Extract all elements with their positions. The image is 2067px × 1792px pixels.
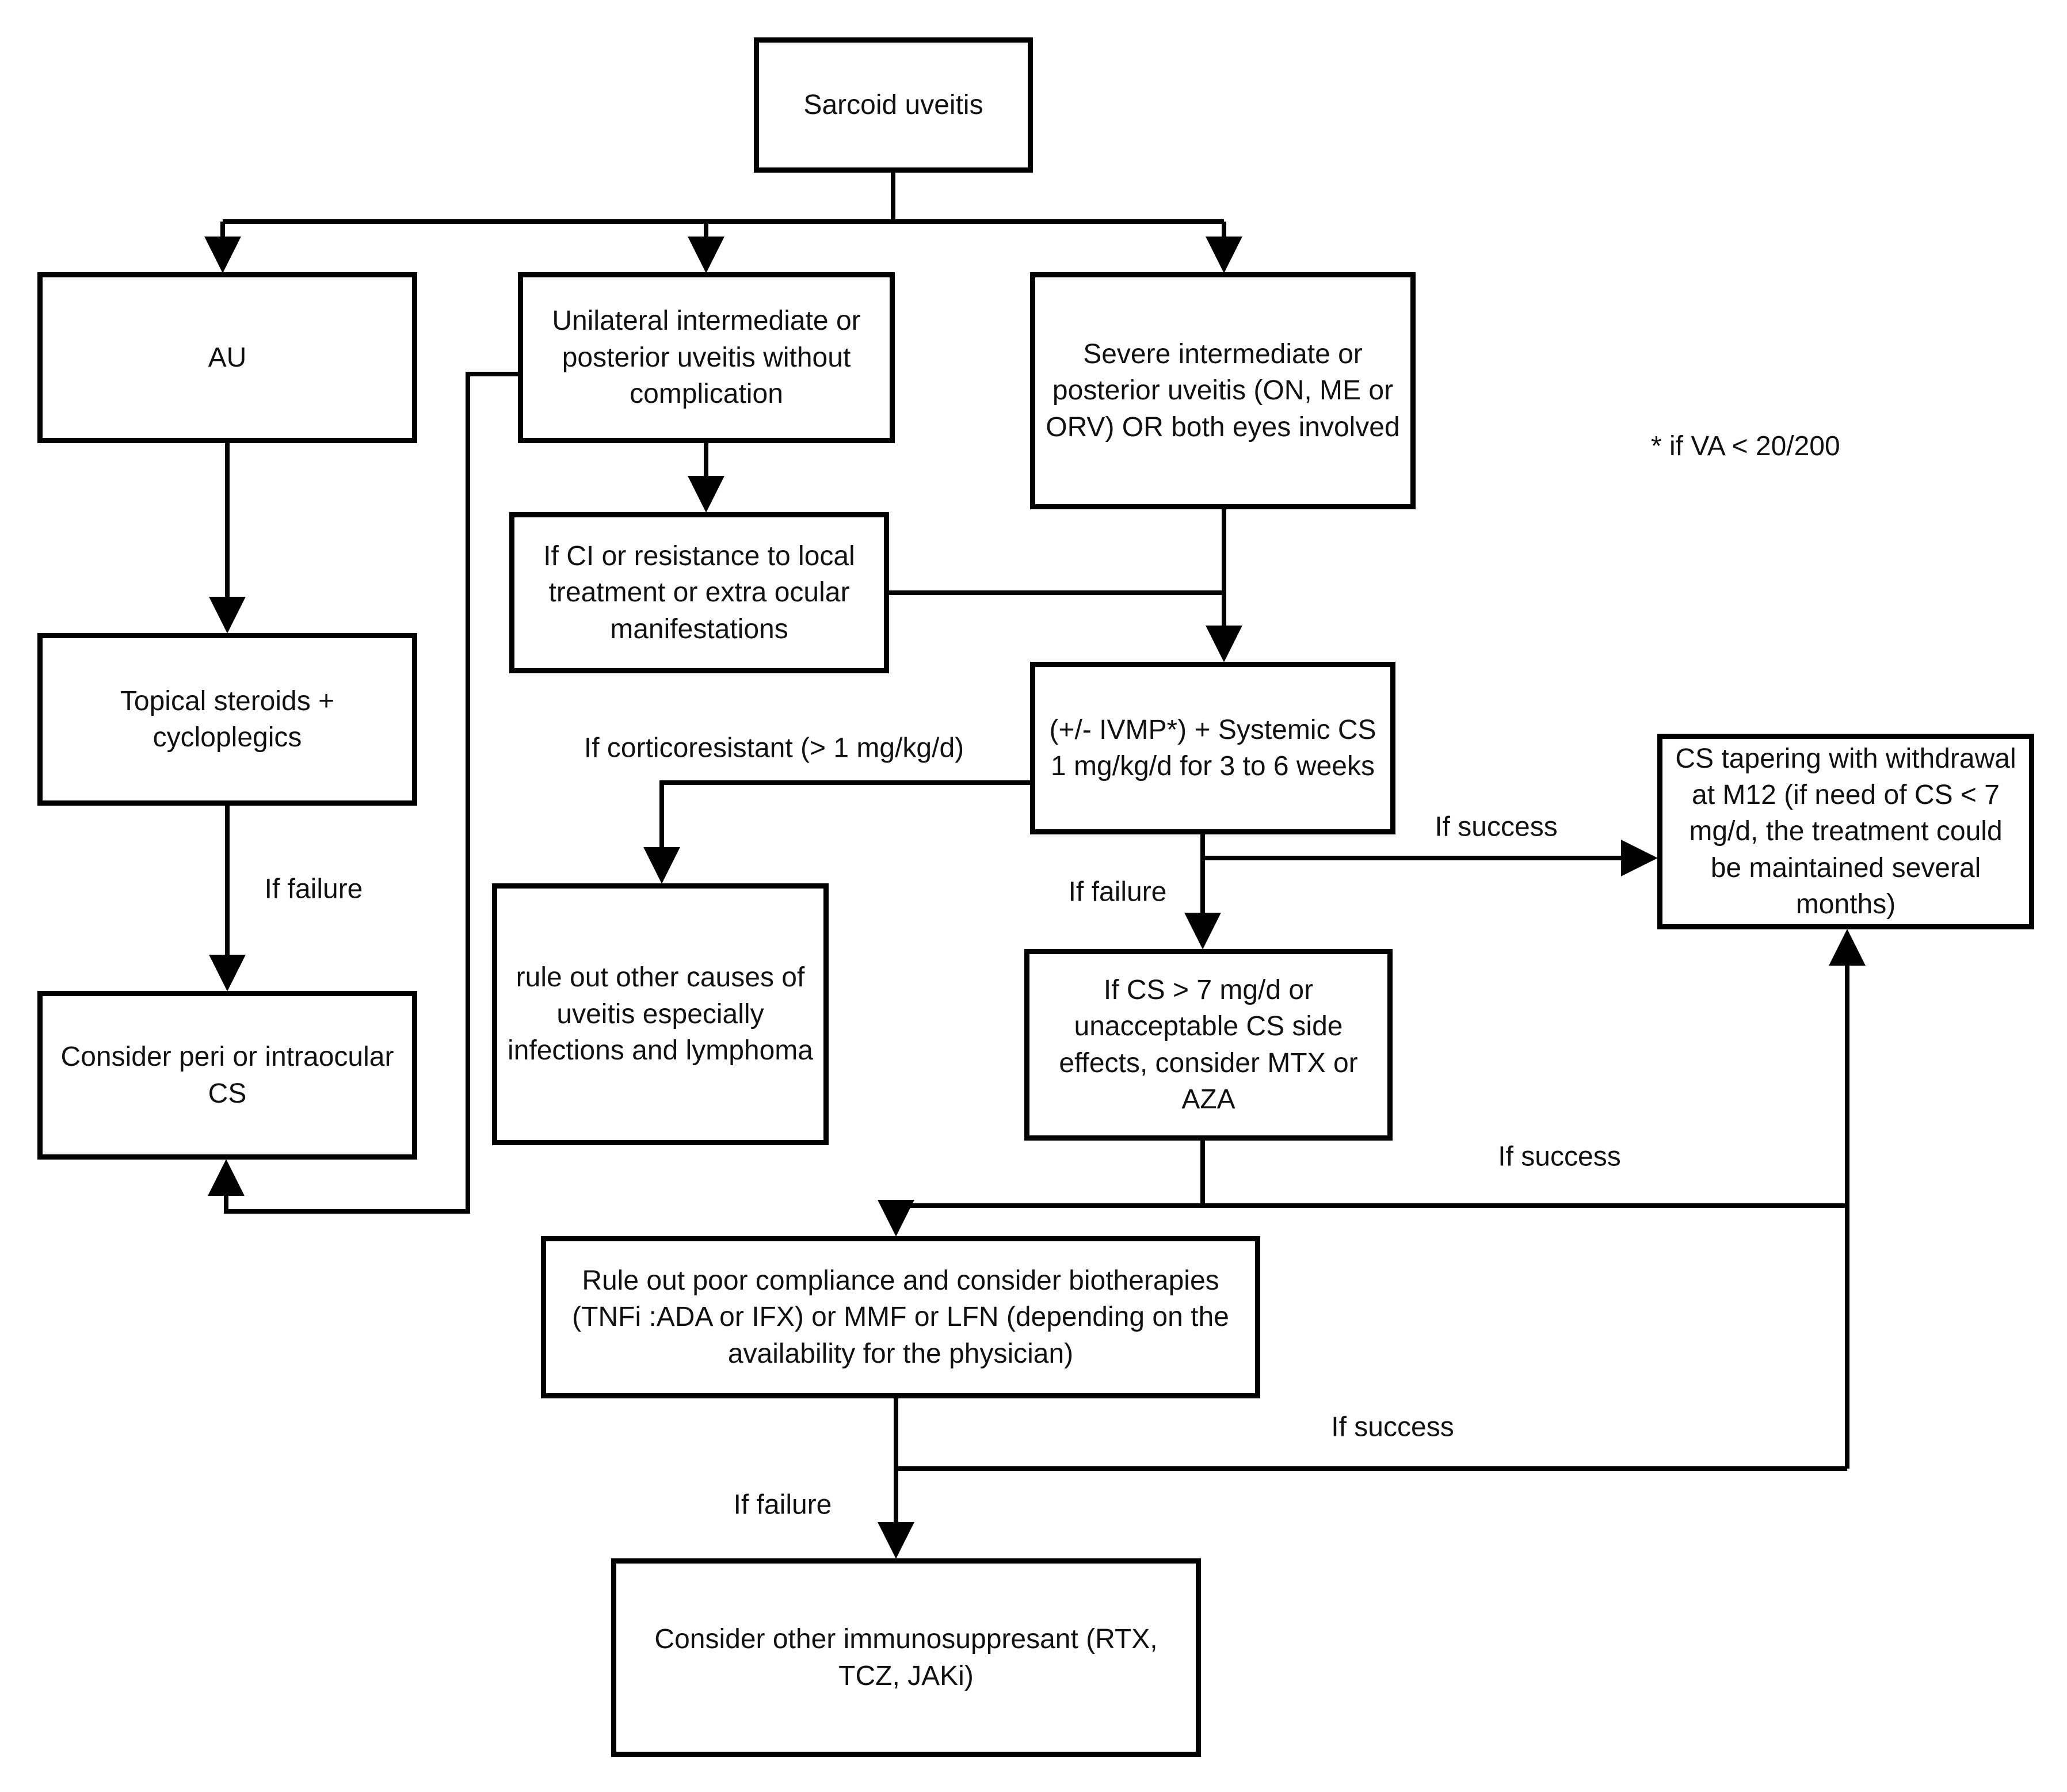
node-au: AU <box>37 272 417 443</box>
note-va-threshold: * if VA < 20/200 <box>1651 431 1840 462</box>
edge-label-if-success-biotherapies: If success <box>1331 1412 1454 1443</box>
connector-corticoresistant-to-ruleout <box>643 780 1030 884</box>
node-if-cs-over-7: If CS > 7 mg/d or unacceptable CS side e… <box>1024 949 1393 1141</box>
node-rule-out-poor-compliance: Rule out poor compliance and consider bi… <box>541 1236 1260 1398</box>
node-rule-out-other-causes: rule out other causes of uveitis especia… <box>492 883 829 1145</box>
edge-label-if-failure-systemic: If failure <box>1068 876 1167 908</box>
edge-label-if-failure-biotherapies: If failure <box>733 1489 832 1520</box>
edge-label-if-success-mtx: If success <box>1498 1141 1621 1172</box>
node-consider-other-immunosuppresant: Consider other immunosuppresant (RTX, TC… <box>611 1558 1201 1757</box>
node-cs-tapering: CS tapering with withdrawal at M12 (if n… <box>1657 734 2034 929</box>
edge-label-corticoresistant: If corticoresistant (> 1 mg/kg/d) <box>584 733 964 764</box>
edge-label-if-failure-topical: If failure <box>264 874 363 905</box>
node-sarcoid-uveitis: Sarcoid uveitis <box>754 37 1033 173</box>
node-if-ci-or-resistance: If CI or resistance to local treatment o… <box>509 512 889 673</box>
node-severe-uveitis: Severe intermediate or posterior uveitis… <box>1030 272 1416 509</box>
node-consider-peri-intraocular-cs: Consider peri or intraocular CS <box>37 991 417 1160</box>
node-systemic-cs: (+/- IVMP*) + Systemic CS 1 mg/kg/d for … <box>1030 662 1395 834</box>
connector-ifcs7-to-rulepoor <box>878 1141 1205 1237</box>
node-topical-steroids: Topical steroids + cycloplegics <box>37 633 417 806</box>
edge-label-if-success-systemic: If success <box>1435 811 1558 842</box>
node-unilateral-uveitis: Unilateral intermediate or posterior uve… <box>518 272 895 443</box>
